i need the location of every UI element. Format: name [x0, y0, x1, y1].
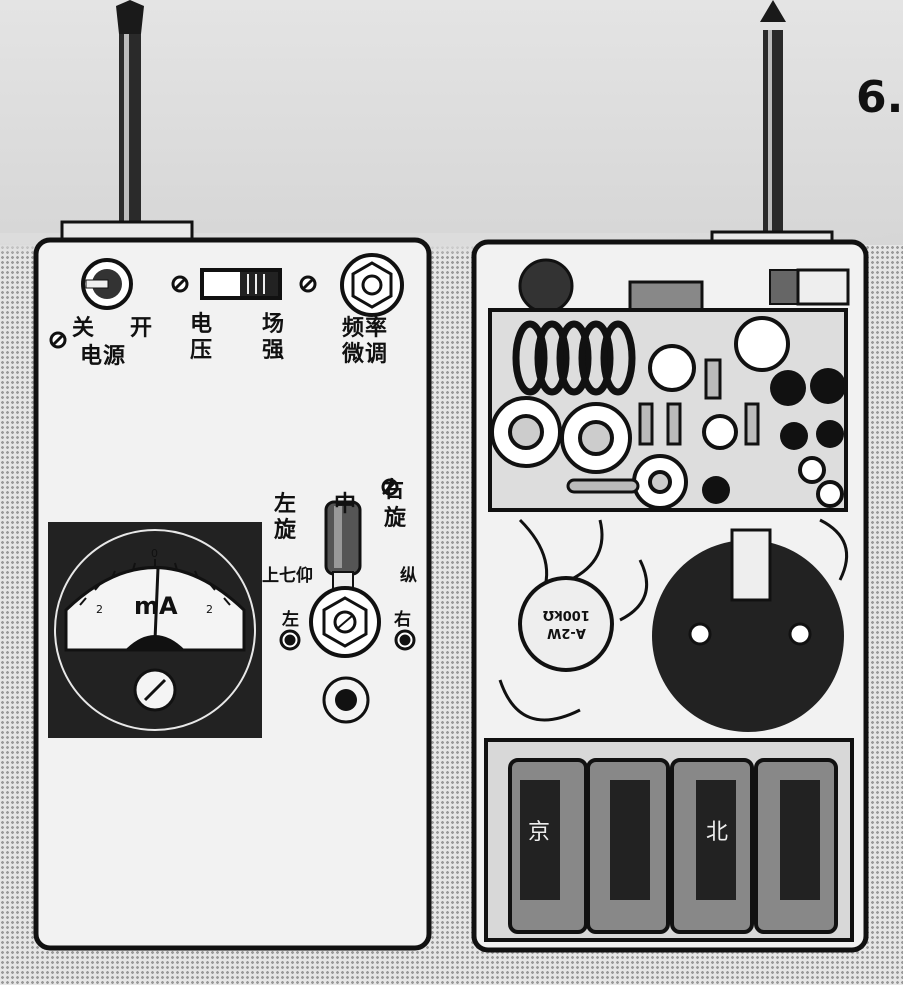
fine-tune-label-1: 频率 [342, 316, 389, 341]
power-resistor [518, 576, 614, 672]
meter-right-scale: 2 [206, 603, 213, 616]
power-label: 电源 [80, 344, 127, 369]
power-off-label: 关 [72, 316, 96, 341]
coil [512, 320, 636, 396]
page-number: 6. [856, 72, 903, 123]
motor [652, 540, 844, 732]
meter-left-scale: 2 [96, 603, 103, 616]
power-on-label: 开 [130, 316, 154, 341]
roll-label: 纵 [400, 566, 417, 586]
rotate-right-label-1: 右 [382, 478, 406, 503]
capacitor [730, 528, 772, 602]
resistor-text-2: A-2W [547, 625, 586, 640]
meter-needle [153, 567, 160, 641]
meter-center-scale: 0 [151, 547, 158, 560]
rotate-right-label-2: 旋 [384, 506, 408, 531]
internal-device [471, 0, 869, 953]
fine-tune-label-2: 微调 [342, 342, 389, 367]
voltage-label-2: 压 [190, 338, 214, 363]
voltage-label-1: 电 [190, 312, 214, 337]
resistor-text-1: 100kΩ [543, 607, 590, 622]
front-antenna [119, 20, 141, 230]
right-label: 右 [394, 610, 411, 630]
battery-label-2: 北 [706, 820, 729, 845]
meter-unit: mA [134, 592, 178, 620]
left-label: 左 [282, 610, 299, 630]
field-strength-label-2: 强 [262, 338, 286, 363]
battery-label-1: 京 [528, 820, 551, 845]
antenna-tip [116, 0, 144, 34]
internal-antenna [763, 30, 783, 235]
rotate-left-label-1: 左 [274, 492, 298, 517]
front-device [33, 0, 432, 951]
pitch-label: 上七仰 [262, 566, 313, 586]
rotate-left-label-2: 旋 [274, 518, 298, 543]
field-strength-label-1: 场 [262, 312, 286, 337]
rotate-center-label: 中 [334, 492, 358, 517]
